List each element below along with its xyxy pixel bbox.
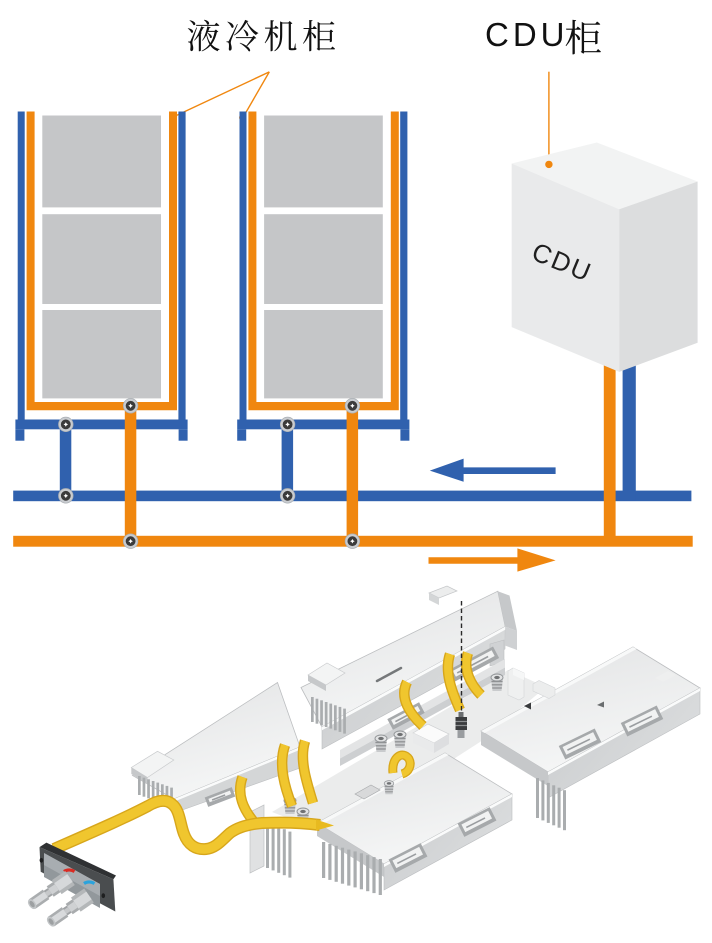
svg-text:CDU: CDU [485, 16, 569, 53]
